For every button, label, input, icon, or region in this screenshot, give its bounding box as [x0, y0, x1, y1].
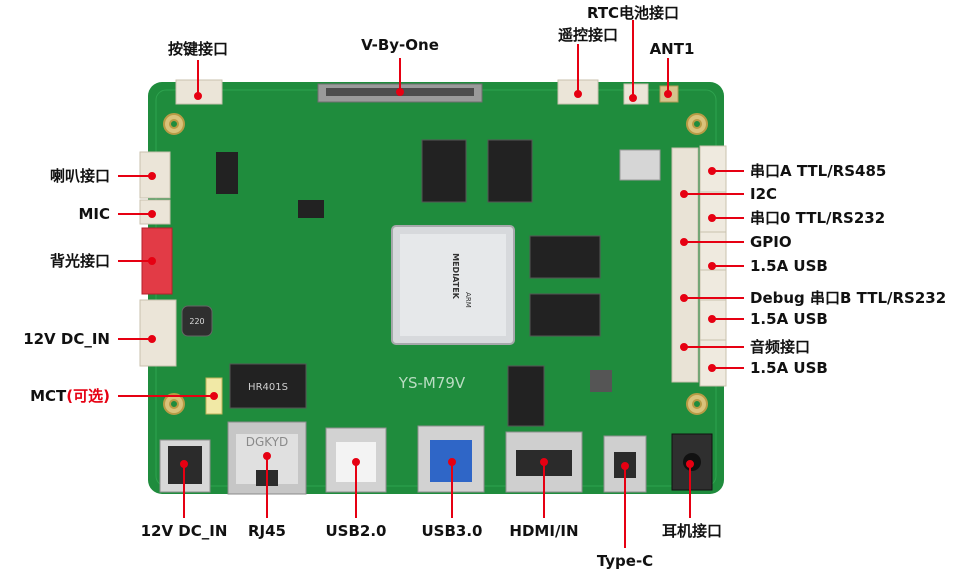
rtc-connector [623, 83, 649, 105]
inductor [181, 305, 213, 337]
mosfet [298, 200, 324, 218]
label-dcin-left: 12V DC_IN [23, 330, 110, 348]
label-mic: MIC [78, 205, 110, 223]
label-keypad: 按键接口 [167, 40, 229, 58]
ic-small [590, 370, 612, 392]
storage-chip [507, 365, 545, 427]
label-mct: MCT(可选) [30, 387, 110, 405]
label-typec: Type-C [596, 552, 654, 570]
mounting-holes [163, 113, 708, 415]
label-mct-text: MCT [30, 387, 67, 405]
flash-chip [529, 293, 601, 337]
label-rj45: RJ45 [247, 522, 287, 540]
label-usb1: 1.5A USB [750, 257, 828, 275]
chip-core-text: ARM [464, 292, 472, 308]
label-rtc: RTC电池接口 [586, 4, 680, 22]
inductor-text: 220 [189, 317, 204, 326]
lan-chip-text: DGKYD [246, 435, 289, 449]
lan-transformer [229, 363, 307, 409]
transformer-text: HR401S [248, 382, 288, 393]
label-gpio: GPIO [750, 233, 792, 251]
label-remote: 遥控接口 [557, 26, 619, 44]
label-debug: Debug 串口B TTL/RS232 [750, 289, 947, 307]
ram-chip [421, 139, 467, 203]
label-earphone: 耳机接口 [661, 522, 723, 540]
label-usb20: USB2.0 [325, 522, 387, 540]
label-usb30: USB3.0 [421, 522, 483, 540]
flash-chip [529, 235, 601, 279]
chip-brand-text: MEDIATEK [451, 253, 460, 300]
label-audio: 音频接口 [750, 338, 811, 356]
label-i2c: I2C [750, 185, 778, 203]
label-speaker: 喇叭接口 [49, 167, 110, 185]
label-usb2: 1.5A USB [750, 310, 828, 328]
callout-lines [118, 20, 744, 548]
power-ic [216, 152, 238, 194]
label-uart0: 串口0 TTL/RS232 [750, 209, 886, 227]
label-backlight: 背光接口 [49, 252, 110, 270]
wifi-module [619, 149, 661, 181]
ram-chip [487, 139, 533, 203]
label-hdmi: HDMI/IN [509, 522, 579, 540]
label-mct-optional: (可选) [66, 387, 110, 405]
label-ant1: ANT1 [649, 40, 695, 58]
board-model-silkscreen: YS-M79V [398, 374, 466, 392]
label-uart-a: 串口A TTL/RS485 [750, 162, 887, 180]
label-vbyone: V-By-One [361, 36, 439, 54]
dcin-side-connector [139, 299, 177, 367]
right-header-inner [671, 147, 699, 383]
label-dcin-bottom: 12V DC_IN [140, 522, 228, 540]
label-usb3: 1.5A USB [750, 359, 828, 377]
